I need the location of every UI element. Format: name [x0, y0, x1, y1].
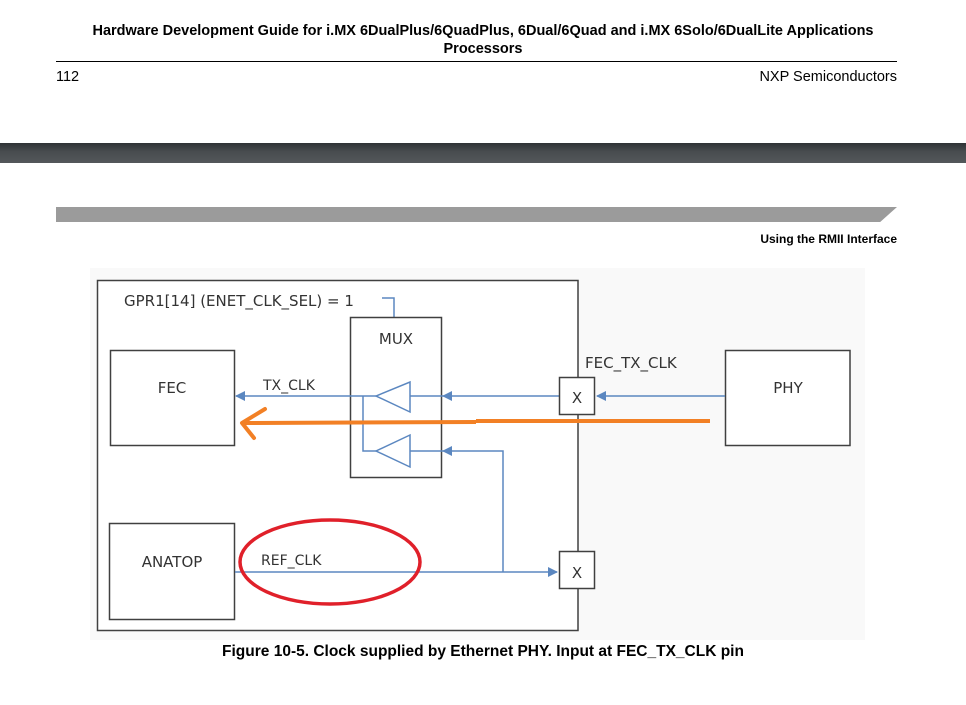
- fec-tx-clk-label: FEC_TX_CLK: [585, 354, 678, 373]
- mux-buffer-1: [374, 380, 411, 414]
- anatop-block: [108, 522, 236, 621]
- page-separator-bar: [0, 143, 966, 163]
- highlight-arrow-line-left: [241, 420, 477, 425]
- fec-tx-clk-pad: [558, 376, 596, 416]
- fec-block: [109, 349, 236, 447]
- anatop-label: ANATOP: [142, 553, 203, 571]
- highlight-ellipse: [238, 518, 422, 606]
- document-title-line1: Hardware Development Guide for i.MX 6Dua…: [92, 23, 874, 39]
- mux-internal-connector: [362, 396, 376, 452]
- pad1-label: X: [572, 389, 582, 407]
- mux-label: MUX: [379, 330, 413, 348]
- section-header-bar: [56, 207, 897, 222]
- gpr-select-label: GPR1[14] (ENET_CLK_SEL) = 1: [124, 292, 354, 311]
- ref-clk-label: REF_CLK: [261, 553, 322, 569]
- company-name: NXP Semiconductors: [759, 69, 897, 85]
- highlight-arrow-head: [240, 407, 267, 440]
- phy-block: [724, 349, 851, 447]
- figure-caption: Figure 10-5. Clock supplied by Ethernet …: [222, 643, 744, 660]
- section-title: Using the RMII Interface: [760, 232, 897, 246]
- pad2-label: X: [572, 564, 582, 582]
- document-title-line2: Processors: [443, 41, 523, 57]
- phy-label: PHY: [773, 379, 803, 397]
- fec-label: FEC: [158, 379, 187, 397]
- tx-clk-label: TX_CLK: [262, 378, 316, 394]
- ref-clk-branch-line: [442, 446, 504, 572]
- page-number: 112: [56, 69, 80, 85]
- document-title: Hardware Development Guide for i.MX 6Dua…: [0, 22, 966, 58]
- header-rule: [56, 61, 897, 62]
- ref-clk-pad: [558, 550, 596, 590]
